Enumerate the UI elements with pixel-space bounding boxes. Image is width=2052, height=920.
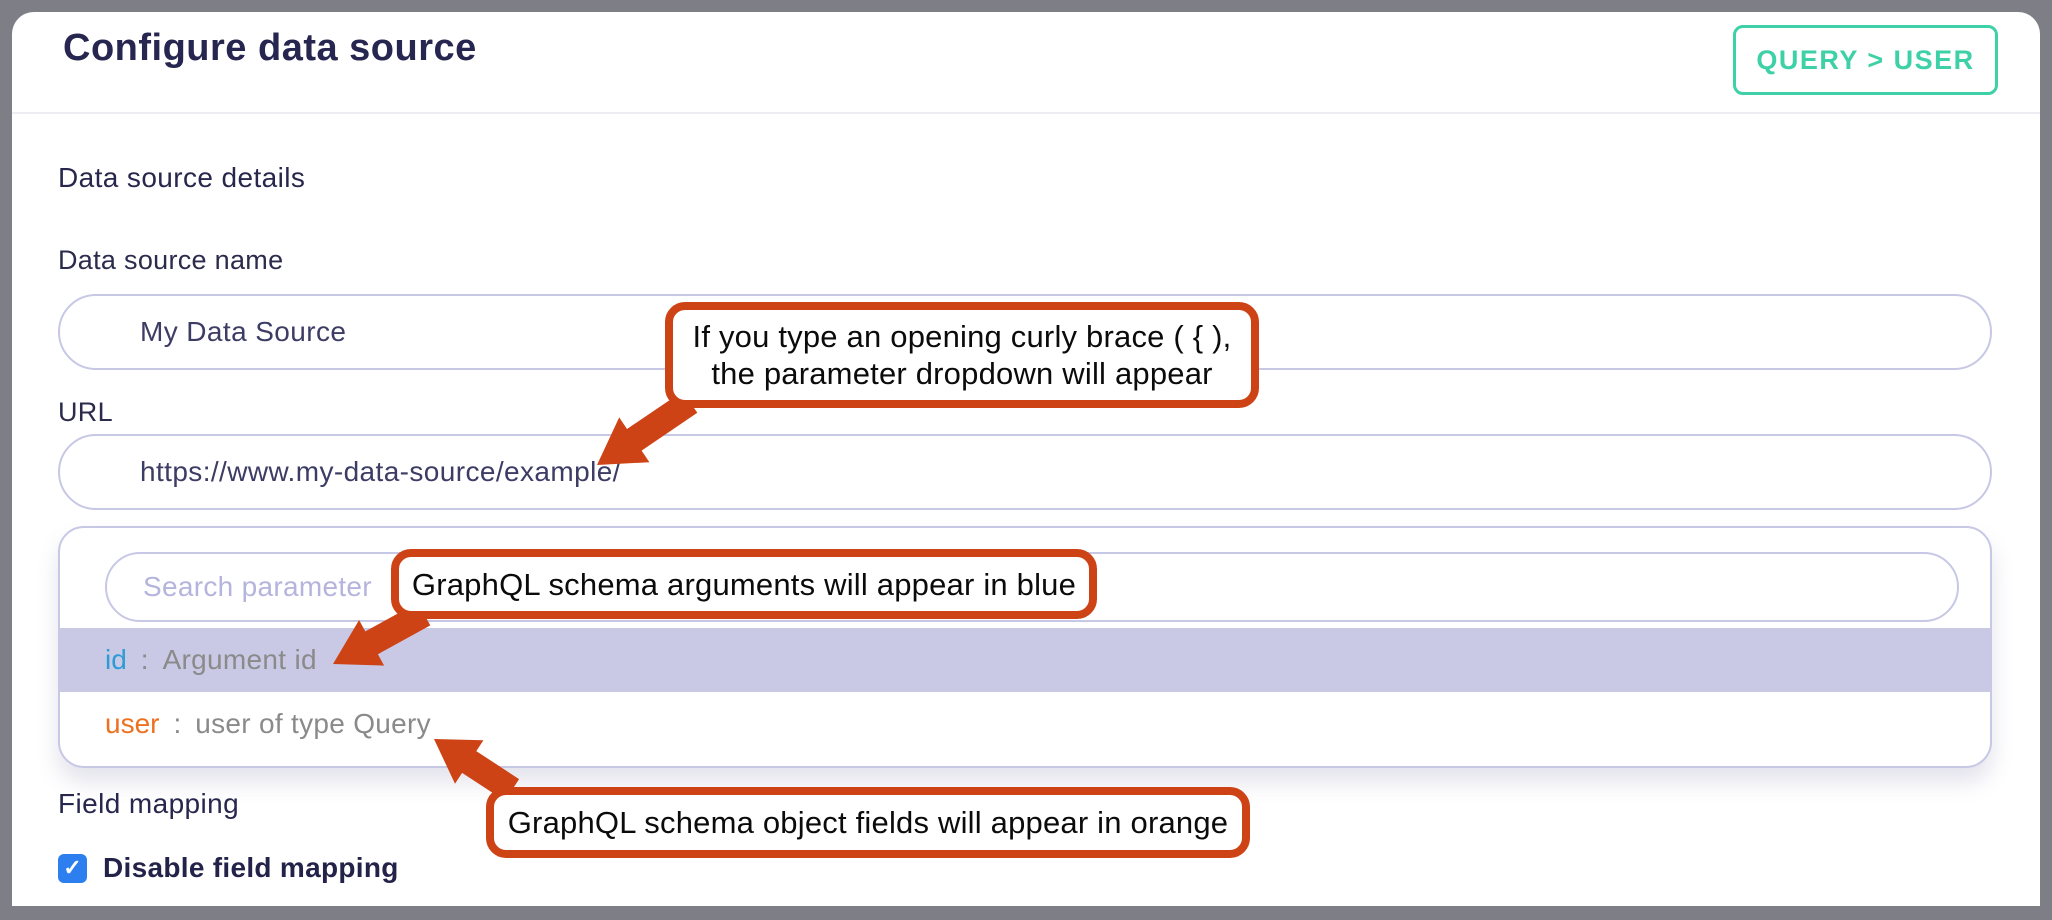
query-path-badge[interactable]: QUERY > USER — [1733, 25, 1998, 95]
check-icon: ✓ — [63, 855, 82, 880]
disable-field-mapping-row[interactable]: ✓ Disable field mapping — [58, 852, 399, 884]
object-field-name: user — [105, 708, 160, 739]
url-input[interactable] — [60, 436, 1990, 508]
annotation-fields-orange: GraphQL schema object fields will appear… — [486, 787, 1250, 858]
details-section-heading: Data source details — [58, 162, 306, 193]
data-source-name-label: Data source name — [58, 245, 284, 275]
url-label: URL — [58, 397, 113, 427]
argument-name: id — [105, 644, 127, 675]
object-field-description: user of type Query — [195, 708, 431, 739]
dropdown-item-user[interactable]: user : user of type Query — [60, 692, 1990, 756]
argument-description: Argument id — [162, 644, 317, 675]
field-mapping-heading: Field mapping — [58, 788, 240, 819]
colon-separator: : — [173, 708, 182, 739]
annotation-curly-brace: If you type an opening curly brace ( { )… — [665, 302, 1259, 408]
url-field — [58, 434, 1992, 510]
dropdown-item-id[interactable]: id : Argument id — [60, 628, 1990, 692]
disable-field-mapping-checkbox[interactable]: ✓ — [58, 853, 87, 883]
disable-field-mapping-label: Disable field mapping — [103, 852, 399, 883]
annotation-arguments-blue: GraphQL schema arguments will appear in … — [391, 549, 1097, 619]
header-divider — [12, 112, 2040, 114]
page-title: Configure data source — [63, 27, 477, 69]
parameter-dropdown: id : Argument id user : user of type Que… — [58, 526, 1992, 768]
colon-separator: : — [140, 644, 149, 675]
